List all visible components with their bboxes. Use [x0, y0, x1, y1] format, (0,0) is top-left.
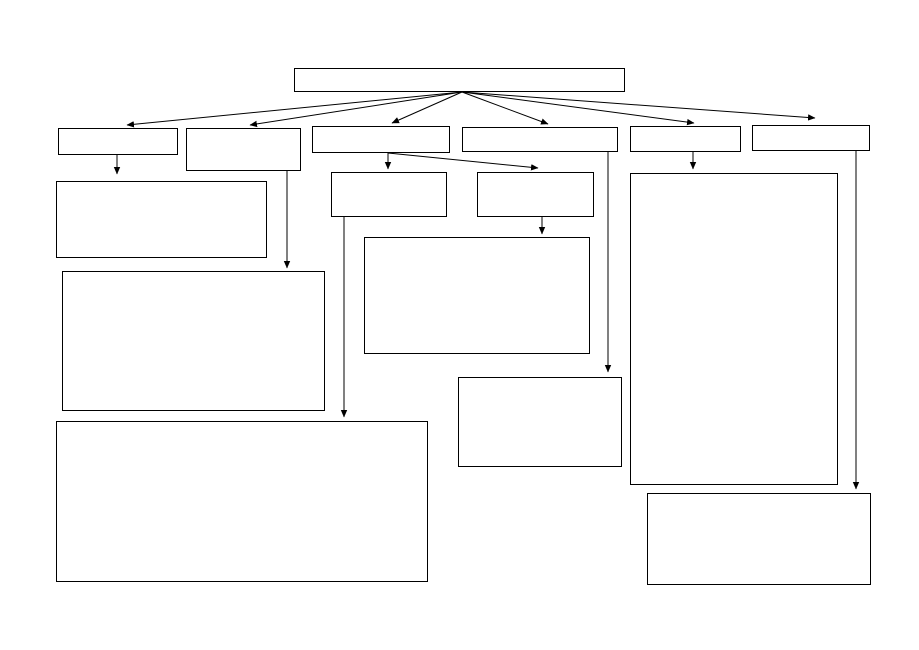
- node-c-left-child: [56, 421, 428, 582]
- node-box: [331, 172, 447, 217]
- node-box: [294, 68, 625, 92]
- arrow-root-to-l1-e: [461, 91, 695, 126]
- node-box: [58, 128, 178, 155]
- arrow-root-to-l1-a: [126, 91, 463, 128]
- arrow-root-to-l1-c: [391, 91, 463, 124]
- arrow-root-to-l1-d: [461, 91, 549, 125]
- node-l1-f: [752, 125, 870, 151]
- arrow-root-to-l1-b: [249, 91, 463, 128]
- node-l1-d: [462, 127, 618, 152]
- node-box: [458, 377, 622, 467]
- node-box: [752, 125, 870, 151]
- node-box: [56, 421, 428, 582]
- node-root: [294, 68, 625, 92]
- node-b-child: [62, 271, 325, 411]
- node-l1-b: [186, 128, 301, 171]
- node-layer: [56, 68, 871, 585]
- node-d-child: [458, 377, 622, 467]
- node-c-right: [477, 172, 594, 217]
- node-f-child: [647, 493, 871, 585]
- node-l1-a: [58, 128, 178, 155]
- node-box: [186, 128, 301, 171]
- node-box: [477, 172, 594, 217]
- node-l1-c: [312, 126, 450, 153]
- node-box: [312, 126, 450, 153]
- node-box: [630, 126, 741, 152]
- node-box: [56, 181, 267, 258]
- node-box: [630, 173, 838, 485]
- arrow-l1-c-to-c-right: [387, 152, 539, 171]
- node-box: [462, 127, 618, 152]
- node-a-child: [56, 181, 267, 258]
- node-c-right-child: [364, 237, 590, 354]
- node-e-child: [630, 173, 838, 485]
- node-box: [62, 271, 325, 411]
- connector-layer: [113, 91, 860, 490]
- node-l1-e: [630, 126, 741, 152]
- node-c-left: [331, 172, 447, 217]
- node-box: [647, 493, 871, 585]
- node-box: [364, 237, 590, 354]
- arrow-root-to-l1-f: [461, 91, 816, 121]
